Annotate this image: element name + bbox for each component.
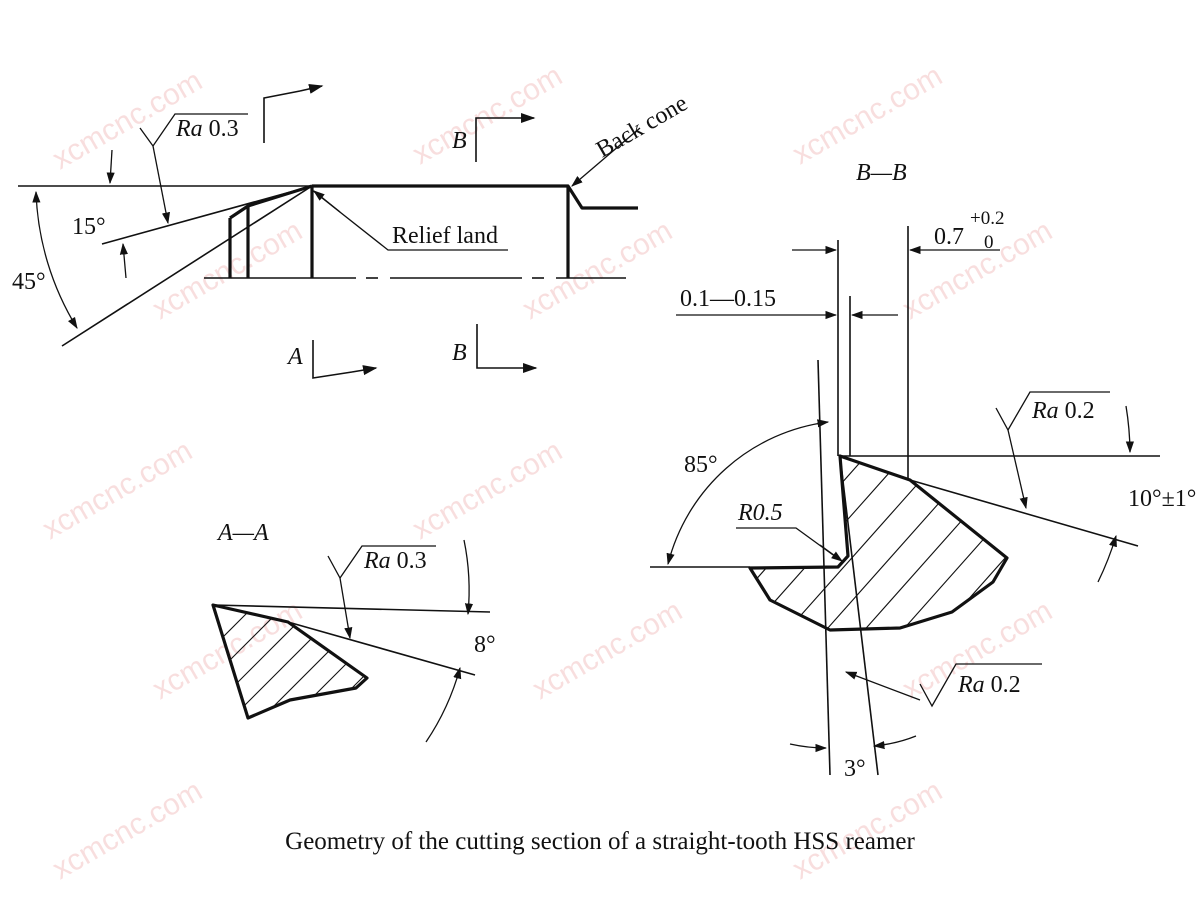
watermark: xcmcnc.com (527, 594, 688, 706)
section-bb-profile (748, 454, 1009, 632)
section-b-bottom-label: B (452, 340, 467, 366)
section-b-upper-marker (475, 117, 510, 162)
roughness-ra: Ra (957, 672, 985, 698)
section-a-arrow (351, 365, 378, 376)
angle-8-arc (425, 666, 462, 743)
angle-45-arc (32, 190, 78, 329)
svg-text:Ra 0.3: Ra 0.3 (363, 548, 427, 574)
angle-10-arc (1125, 405, 1134, 454)
roughness-symbol: Ra 0.3 (327, 545, 436, 640)
watermark: xcmcnc.com (897, 214, 1058, 326)
section-bb: B—B 0.7 +0.2 0 0. (650, 160, 1196, 782)
section-b-top-label: B (452, 128, 467, 154)
back-cone-label: Back cone (592, 90, 692, 163)
roughness-ra: Ra (1031, 398, 1059, 424)
roughness-check-icon (327, 545, 436, 580)
roughness-leader (1007, 429, 1028, 510)
section-bb-title: B—B (856, 160, 907, 186)
angle-3-arrow (789, 743, 828, 753)
roughness-value: 0.2 (1065, 398, 1095, 424)
svg-text:Ra 0.2: Ra 0.2 (1031, 398, 1095, 424)
roughness-leader (339, 577, 353, 640)
roughness-symbol-top: Ra 0.2 (995, 391, 1110, 510)
section-aa-reference (212, 604, 491, 613)
section-a-arrow (299, 83, 324, 94)
figure-caption: Geometry of the cutting section of a str… (285, 828, 915, 855)
angle-15-label: 15° (72, 214, 106, 240)
roughness-ra: Ra (175, 116, 203, 142)
roughness-value: 0.3 (397, 548, 427, 574)
section-aa-hatching (213, 605, 367, 718)
section-aa-title: A—A (216, 520, 269, 546)
angle-45-line (61, 185, 313, 347)
angle-8-label: 8° (474, 632, 496, 658)
section-aa-relief-line (287, 621, 476, 676)
radius-label: R0.5 (737, 500, 783, 526)
radius-arrow (819, 544, 843, 562)
relief-land-arrow (313, 190, 341, 213)
face-line (839, 455, 879, 776)
angle-15-arrow (119, 242, 129, 279)
dim-land-value: 0.7 (934, 224, 964, 250)
angle-15-arrow (106, 149, 115, 185)
dim-gap-value: 0.1—0.15 (680, 286, 776, 312)
angle-3-arrow (872, 735, 917, 750)
roughness-leader (844, 671, 921, 701)
section-a-upper-marker (263, 90, 301, 143)
roughness-leader (152, 145, 171, 225)
watermark: xcmcnc.com (787, 59, 948, 171)
roughness-value: 0.3 (209, 116, 239, 142)
dim-land-tol-upper: +0.2 (970, 208, 1004, 229)
watermark: xcmcnc.com (147, 214, 308, 326)
watermark: xcmcnc.com (37, 434, 198, 546)
section-bb-relief-line (909, 479, 1139, 547)
watermark: xcmcnc.com (407, 434, 568, 546)
chamfer-profile (229, 184, 313, 220)
section-a-label: A (286, 344, 303, 370)
back-cone-leader (571, 127, 641, 187)
angle-15-line (101, 185, 313, 245)
roughness-check-icon (995, 391, 1110, 432)
angle-8-arc (463, 539, 474, 616)
watermark: xcmcnc.com (517, 214, 678, 326)
watermark: xcmcnc.com (407, 59, 568, 171)
tooth-profile (312, 184, 638, 210)
roughness-ra: Ra (363, 548, 391, 574)
angle-85-arc (666, 419, 830, 566)
angle-45-label: 45° (12, 269, 46, 295)
angle-10-label: 10°±1° (1128, 486, 1196, 512)
roughness-symbol: Ra 0.3 (139, 113, 248, 225)
roughness-symbol-bottom: Ra 0.2 (844, 663, 1042, 708)
angle-3-label: 3° (844, 756, 866, 782)
roughness-value: 0.2 (991, 672, 1021, 698)
roughness-check-icon (139, 113, 248, 148)
svg-text:Ra 0.2: Ra 0.2 (957, 672, 1021, 698)
section-b-lower-marker (476, 324, 512, 369)
svg-text:Ra 0.3: Ra 0.3 (175, 116, 239, 142)
angle-85-label: 85° (684, 452, 718, 478)
section-a-lower-marker (312, 340, 353, 379)
dim-land-tol-lower: 0 (984, 232, 994, 253)
roughness-check-icon (919, 663, 1042, 708)
relief-land-label: Relief land (392, 223, 498, 249)
section-bb-hatching (750, 456, 1007, 630)
angle-10-arc (1097, 534, 1117, 583)
